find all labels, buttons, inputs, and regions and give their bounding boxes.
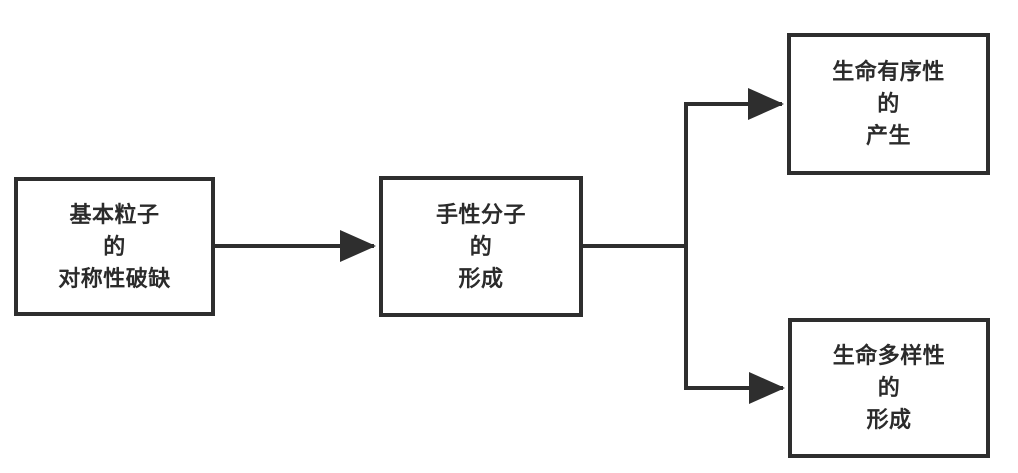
node-life-diversity-formation[interactable]: 生命多样性 的 形成 [788,318,990,458]
node-life-order-generation[interactable]: 生命有序性 的 产生 [787,33,990,175]
node-label-line-3: 对称性破缺 [58,265,171,291]
node-label-line-2: 的 [877,91,900,116]
node-elementary-particle-symmetry-breaking[interactable]: 基本粒子 的 对称性破缺 [14,177,215,316]
node-label-line-1: 手性分子 [435,201,526,227]
node-label-line-3: 形成 [458,265,504,291]
node-label-line-1: 生命多样性 [832,343,946,368]
node-label-line-3: 产生 [865,123,911,148]
node-label-line-2: 的 [469,233,493,259]
node-label-line-3: 形成 [866,407,912,432]
node-label-line-2: 的 [877,375,901,400]
node-chiral-molecule-formation[interactable]: 手性分子 的 形成 [379,176,583,317]
node-label-line-2: 的 [103,233,126,259]
node-label-line-1: 基本粒子 [69,201,160,227]
node-label-line-1: 生命有序性 [832,59,945,84]
